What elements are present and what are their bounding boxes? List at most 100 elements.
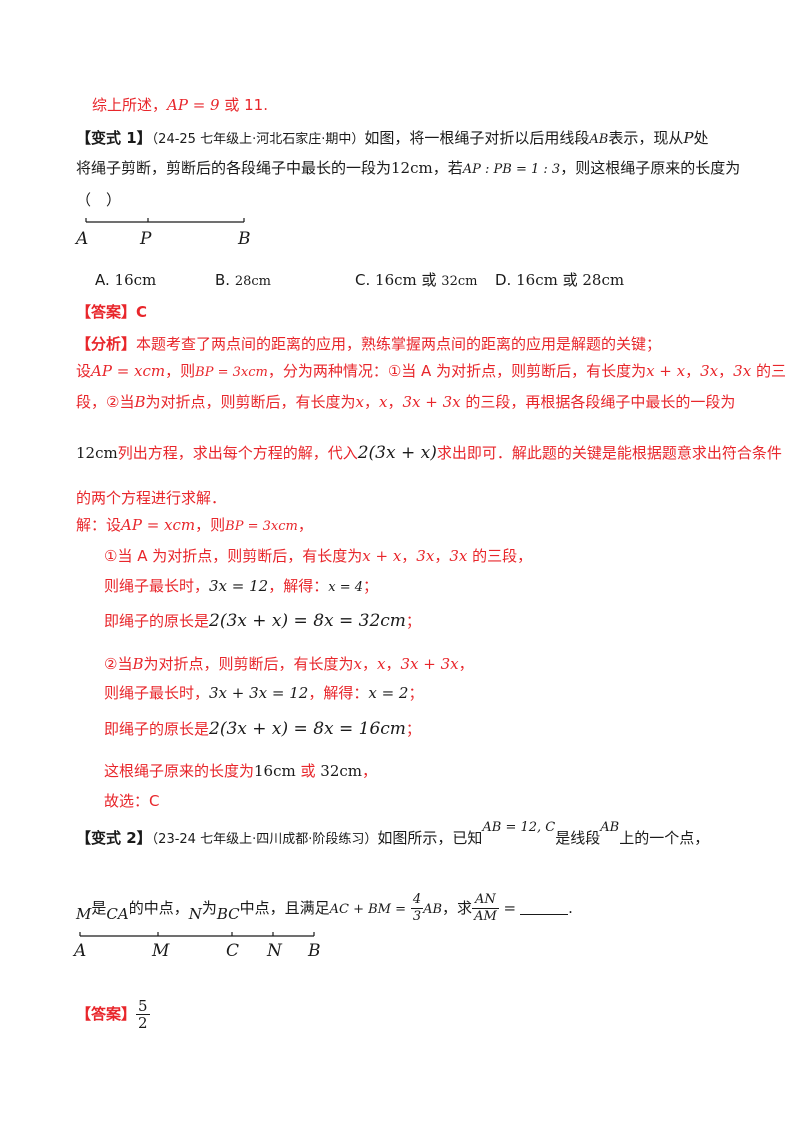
v2-frac-den: 3 (412, 909, 422, 924)
s3-2: ； (405, 612, 421, 630)
s7-2: ， (362, 762, 378, 780)
summary-end: . (263, 96, 269, 114)
v1-q2: 将绳子剪断，剪断后的各段绳子中最长的一段为 (76, 159, 392, 177)
a2-ap: AP = xcm (91, 362, 166, 380)
v1-solution-line7: 这根绳子原来的长度为16cm 或 32cm， (104, 761, 377, 781)
s0-ap: AP = xcm (121, 516, 196, 534)
a4-len: 12cm (76, 444, 118, 462)
a2-4: ， (685, 362, 701, 380)
v1-q1-p: P (683, 129, 694, 147)
v2-answer-den: 2 (138, 1014, 148, 1032)
v2-q2-m: M (76, 905, 92, 923)
a3-5: 的三段，再根据各段绳子中最长的一段为 (460, 393, 736, 411)
v1-q1-ab: AB (589, 132, 609, 147)
v1-analysis-line2: 设AP = xcm，则BP = 3xcm，分为两种情况：①当 A 为对折点，则剪… (76, 361, 786, 383)
a2-1: 设 (76, 362, 92, 380)
v1-option-d-or: 或 (557, 271, 583, 289)
v1-solution-line0: 解：设AP = xcm，则BP = 3xcm， (76, 515, 313, 537)
v1-analysis-line1: 【分析】本题考查了两点间的距离的应用，熟练掌握两点间的距离的应用是解题的关键； (76, 334, 661, 354)
v1-option-d-text1: 16cm (516, 271, 558, 289)
v1-answer: 【答案】C (76, 302, 147, 322)
v1-solution-line5: 则绳子最长时，3x + 3x = 12，解得：x = 2； (104, 683, 423, 703)
a3-3: ， (363, 393, 379, 411)
v1-solution-line4: ②当B为对折点，则剪断后，有长度为x，x，3x + 3x， (104, 654, 474, 674)
v2-q2-bc: BC (216, 905, 240, 923)
v1-option-b-text: 28cm (234, 274, 271, 289)
v1-tag: 【变式 1】 (76, 129, 152, 147)
summary-value: 11 (244, 96, 264, 114)
a3-x2: x (378, 393, 388, 411)
v2-q2-eq: = (498, 899, 517, 917)
a3-sum: 3x + 3x (402, 393, 461, 411)
s5-2: ，解得： (308, 684, 369, 702)
a2-3: ，分为两种情况：①当 A 为对折点，则剪断后，有长度为 (267, 362, 647, 380)
v2-q1-eq: AB = 12, C (482, 820, 556, 835)
v1-question-line1: 【变式 1】（24-25 七年级上·河北石家庄·期中）如图，将一根绳子对折以后用… (76, 128, 708, 150)
a2-3x: 3x (700, 362, 719, 380)
a4-expr: 2(3x + x) (357, 443, 437, 463)
v1-option-b-label: B. (215, 271, 231, 289)
v1-solution-line8: 故选：C (104, 792, 160, 810)
a2-6: 的三 (751, 362, 786, 380)
s1-3: ， (434, 547, 450, 565)
v2-tag: 【变式 2】 (76, 829, 152, 847)
s7-b: 32cm (320, 762, 362, 780)
v1-solution-line3: 即绳子的原长是2(3x + x) = 8x = 32cm； (104, 611, 421, 631)
v2-label-m: M (151, 941, 170, 961)
a2-xx: x + x (646, 362, 686, 380)
v1-option-c: C. 16cm 或 32cm (355, 270, 477, 292)
s2-3: ； (363, 577, 379, 595)
s1-1: ①当 A 为对折点，则剪断后，有长度为 (104, 547, 363, 565)
v2-q2-end: . (568, 899, 573, 917)
v1-q1: 如图，将一根绳子对折以后用线段 (364, 129, 590, 147)
v1-question-line2: 将绳子剪断，剪断后的各段绳子中最长的一段为12cm，若AP : PB = 1 :… (76, 158, 740, 180)
v1-answer-paren: （ ） (76, 191, 122, 209)
a2-bp: BP = 3xcm (195, 365, 268, 380)
s4-x: x (353, 655, 362, 673)
v2-ratio-num: AN (472, 892, 499, 909)
s4-b: B (132, 655, 144, 673)
v1-option-a-text: 16cm (114, 271, 157, 289)
v2-ratio-den: AM (474, 909, 497, 924)
a2-3x2: 3x (733, 362, 752, 380)
a2-2: ，则 (165, 362, 196, 380)
v2-q2-ab: AB (423, 902, 443, 917)
s7-1: 这根绳子原来的长度为 (104, 762, 255, 780)
s1-xx: x + x (362, 547, 402, 565)
s3-1: 即绳子的原长是 (104, 612, 210, 630)
v1-option-c-text1: 16cm (375, 271, 417, 289)
v1-source: （24-25 七年级上·河北石家庄·期中） (151, 132, 365, 147)
s6-2: ； (405, 720, 421, 738)
v2-q2-1: 是 (91, 899, 107, 917)
s0-1: 解：设 (76, 516, 122, 534)
v2-label-b: B (307, 941, 321, 961)
v2-q2-2: 的中点， (128, 899, 189, 917)
v2-answer-num: 5 (136, 997, 150, 1015)
s4-5: ， (458, 655, 474, 673)
v1-solution-line6: 即绳子的原长是2(3x + x) = 8x = 16cm； (104, 719, 421, 739)
v1-label-b: B (237, 229, 251, 249)
s2-1: 则绳子最长时， (104, 577, 210, 595)
v1-analysis-a1: 本题考查了两点间的距离的应用，熟练掌握两点间的距离的应用是解题的关键； (136, 335, 662, 353)
a3-4: ， (387, 393, 403, 411)
s1-4: 的三段， (467, 547, 533, 565)
v1-option-c-or: 或 (416, 271, 442, 289)
s7-or: 或 (295, 762, 321, 780)
s5-3: ； (408, 684, 424, 702)
a4-1: 列出方程，求出每个方程的解，代入 (117, 444, 358, 462)
s4-1: ②当 (104, 655, 133, 673)
v1-q2-c: ，则这根绳子原来的长度为 (560, 159, 741, 177)
v2-q1: 如图所示，已知 (377, 829, 483, 847)
s1-2: ， (401, 547, 417, 565)
v1-option-d-text2: 28cm (582, 271, 625, 289)
s0-3: ， (297, 516, 313, 534)
summary-expr: AP = 9 (167, 96, 220, 114)
v2-frac-num: 4 (410, 892, 424, 909)
s7-a: 16cm (254, 762, 296, 780)
v2-label-a: A (72, 941, 86, 961)
